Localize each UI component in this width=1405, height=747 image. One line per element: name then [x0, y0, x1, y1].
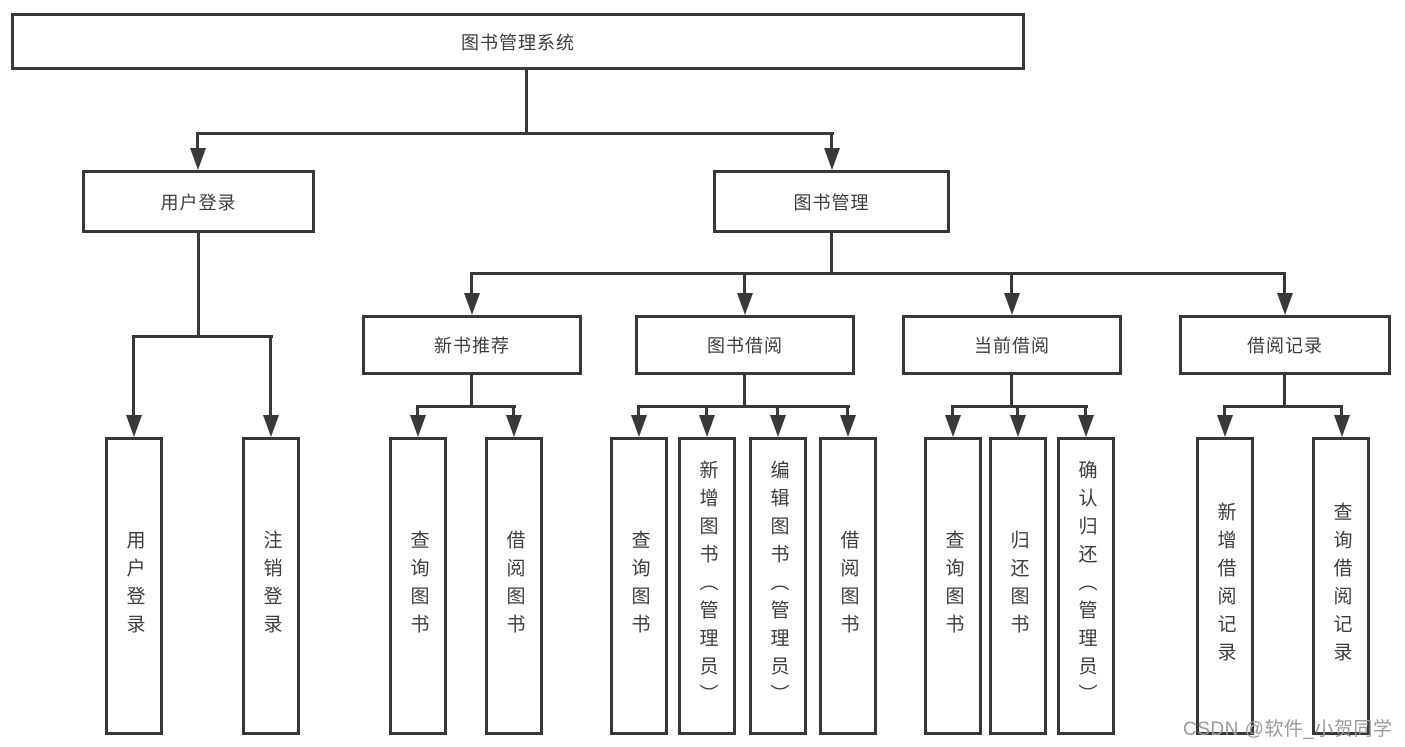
connector-line [197, 132, 834, 135]
leaf-add-borrow-record: 新增借阅记录 [1196, 437, 1254, 735]
node-library-management-system: 图书管理系统 [11, 13, 1025, 70]
connector-line [1010, 272, 1013, 295]
connector-line [470, 375, 473, 405]
leaf-user-login: 用户登录 [105, 437, 163, 735]
connector-line [776, 405, 779, 417]
connector-line [197, 233, 200, 335]
arrow-down-icon [945, 415, 961, 437]
connector-line [416, 405, 419, 417]
arrow-down-icon [190, 148, 206, 170]
arrow-down-icon [824, 148, 840, 170]
leaf-borrow-books: 借阅图书 [819, 437, 877, 735]
leaf-label: 借阅图书 [503, 530, 525, 642]
node-new-book-recommendation: 新书推荐 [362, 315, 582, 375]
arrow-down-icon [840, 415, 856, 437]
connector-line [846, 405, 849, 417]
arrow-down-icon [410, 415, 426, 437]
connector-line [705, 405, 708, 417]
arrow-down-icon [506, 415, 522, 437]
leaf-label: 查询图书 [942, 530, 964, 642]
connector-line [637, 405, 640, 417]
arrow-down-icon [1334, 415, 1350, 437]
node-current-borrowing: 当前借阅 [902, 315, 1122, 375]
node-user-login: 用户登录 [82, 170, 315, 233]
connector-line [525, 70, 528, 132]
leaf-borrow-books-recommend: 借阅图书 [485, 437, 543, 735]
connector-line [133, 335, 273, 338]
leaf-query-books-borrowing: 查询图书 [610, 437, 668, 735]
connector-line [1223, 405, 1226, 417]
leaf-label: 查询图书 [407, 530, 429, 642]
connector-line [512, 405, 515, 417]
connector-line [1016, 405, 1019, 417]
node-book-management: 图书管理 [713, 170, 950, 233]
connector-line [1084, 405, 1087, 417]
node-label: 借阅记录 [1247, 336, 1323, 356]
arrow-down-icon [1078, 415, 1094, 437]
leaf-label: 确认归还（管理员） [1075, 460, 1097, 712]
arrow-down-icon [1004, 293, 1020, 315]
connector-line [830, 132, 833, 152]
leaf-label: 借阅图书 [837, 530, 859, 642]
connector-line [830, 233, 833, 272]
arrow-down-icon [464, 293, 480, 315]
arrow-down-icon [1277, 293, 1293, 315]
leaf-logout: 注销登录 [242, 437, 300, 735]
connector-line [1224, 405, 1343, 408]
leaf-query-books-recommend: 查询图书 [389, 437, 447, 735]
arrow-down-icon [126, 415, 142, 437]
arrow-down-icon [1010, 415, 1026, 437]
leaf-confirm-return-admin: 确认归还（管理员） [1057, 437, 1115, 735]
arrow-down-icon [770, 415, 786, 437]
leaf-query-books-current: 查询图书 [924, 437, 982, 735]
connector-line [269, 335, 272, 417]
connector-line [1010, 375, 1013, 405]
connector-line [743, 375, 746, 405]
node-label: 新书推荐 [434, 336, 510, 356]
leaf-label: 查询借阅记录 [1330, 502, 1352, 670]
arrow-down-icon [631, 415, 647, 437]
node-label: 图书管理系统 [461, 32, 575, 53]
connector-line [132, 335, 135, 417]
connector-line [417, 405, 516, 408]
node-book-borrowing: 图书借阅 [635, 315, 855, 375]
node-label: 图书管理 [793, 192, 870, 213]
connector-line [952, 405, 1088, 408]
node-label: 当前借阅 [974, 336, 1050, 356]
arrow-down-icon [263, 415, 279, 437]
leaf-label: 用户登录 [123, 530, 145, 642]
csdn-watermark: CSDN @软件_小贺同学 [1183, 719, 1393, 740]
leaf-label: 编辑图书（管理员） [767, 460, 789, 712]
connector-line [1340, 405, 1343, 417]
node-label: 用户登录 [160, 192, 237, 213]
leaf-return-books: 归还图书 [989, 437, 1047, 735]
leaf-label: 新增图书（管理员） [696, 460, 718, 712]
leaf-label: 新增借阅记录 [1214, 502, 1236, 670]
leaf-label: 查询图书 [628, 530, 650, 642]
node-borrowing-records: 借阅记录 [1179, 315, 1391, 375]
connector-line [638, 405, 850, 408]
leaf-label: 归还图书 [1007, 530, 1029, 642]
connector-line [471, 272, 1286, 275]
connector-line [1283, 272, 1286, 295]
leaf-edit-books-admin: 编辑图书（管理员） [749, 437, 807, 735]
connector-line [1283, 375, 1286, 405]
leaf-label: 注销登录 [260, 530, 282, 642]
arrow-down-icon [737, 293, 753, 315]
leaf-add-books-admin: 新增图书（管理员） [678, 437, 736, 735]
arrow-down-icon [1217, 415, 1233, 437]
connector-line [951, 405, 954, 417]
connector-line [470, 272, 473, 295]
connector-line [743, 272, 746, 295]
node-label: 图书借阅 [707, 336, 783, 356]
leaf-query-borrow-record: 查询借阅记录 [1312, 437, 1370, 735]
arrow-down-icon [699, 415, 715, 437]
connector-line [196, 132, 199, 152]
